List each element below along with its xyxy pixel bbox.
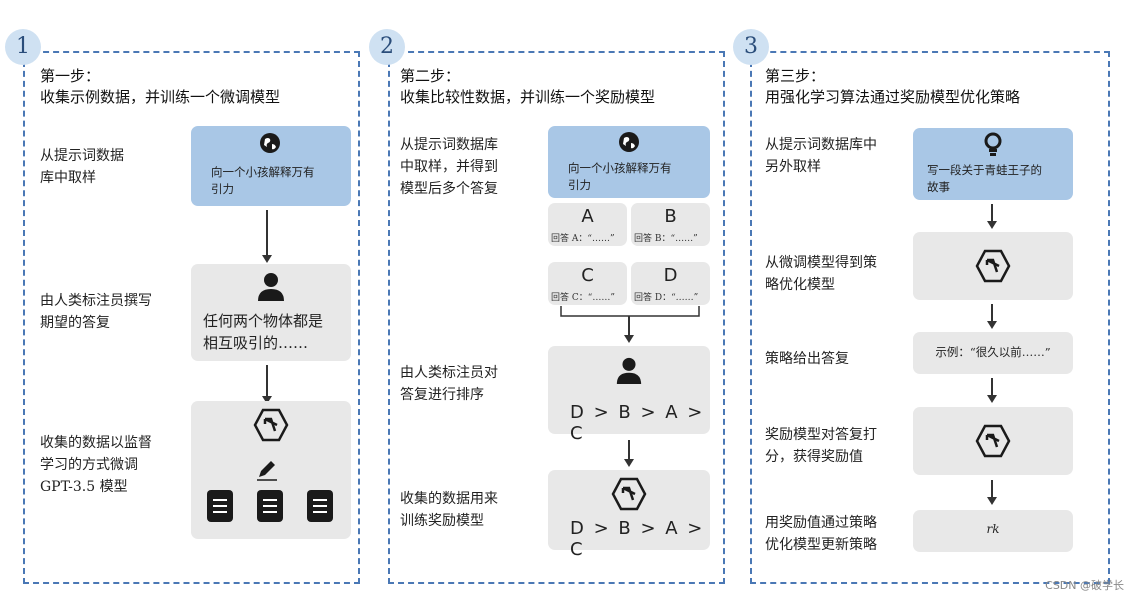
step1-title-line2: 收集示例数据，并训练一个微调模型 (40, 88, 281, 106)
answer-letter: D (663, 265, 678, 286)
step2-title-line2: 收集比较性数据，并训练一个奖励模型 (400, 88, 656, 106)
step1-prompt-box: 向一个小孩解释万有 引力 (191, 126, 351, 206)
model-hexagon-icon (975, 424, 1011, 458)
step3-output-example: 示例：“很久以前……” (935, 345, 1051, 359)
document-icon (257, 490, 283, 522)
step3-reward-model-box (913, 407, 1073, 475)
answer-text: 回答 A：“……” (551, 234, 615, 244)
answer-letter: C (581, 265, 594, 286)
step3-arrow-2 (987, 304, 997, 329)
step2-title-line1: 第二步： (400, 67, 461, 85)
step3-arrow-1 (987, 204, 997, 229)
answer-card-b: B 回答 B：“……” (631, 203, 710, 246)
step1-arrow-2 (262, 365, 272, 404)
step1-number: 1 (5, 29, 41, 65)
answer-card-a: A 回答 A：“……” (548, 203, 627, 246)
reward-symbol: rk (986, 522, 1000, 536)
model-hexagon-icon (611, 477, 647, 511)
watermark: CSDN @破学长 (1045, 579, 1124, 592)
step1-labeler-label: 由人类标注员撰写 期望的答复 (40, 293, 152, 331)
step3-policy-box (913, 232, 1073, 300)
step1-title-line1: 第一步： (40, 67, 101, 85)
step3-number: 3 (733, 29, 769, 65)
lightbulb-icon (984, 132, 1002, 156)
document-icon (307, 490, 333, 522)
step3-reward-value-box: rk (913, 510, 1073, 552)
step3-title-line2: 用强化学习算法通过奖励模型优化策略 (765, 88, 1021, 106)
person-icon (258, 273, 284, 301)
step1-model-box (191, 401, 351, 539)
answer-text: 回答 B：“……” (634, 234, 698, 244)
step2-rank-label: 由人类标注员对 答复进行排序 (400, 365, 498, 403)
step3-panel (750, 51, 1110, 584)
step3-reward-label: 奖励模型对答复打 分，获得奖励值 (765, 427, 877, 465)
globe-icon (619, 132, 639, 152)
answer-card-c: C 回答 C：“……” (548, 262, 627, 305)
step2-panel (388, 51, 725, 584)
step3-sample-label: 从提示词数据库中 另外取样 (765, 137, 877, 175)
step2-reward-model-box: D > B > A > C (548, 470, 710, 560)
step2-arrow-1 (624, 316, 634, 343)
answer-text: 回答 C：“……” (551, 293, 615, 303)
answer-text: 回答 D：“……” (634, 293, 699, 303)
answer-letter: A (581, 206, 594, 227)
answer-card-d: D 回答 D：“……” (631, 262, 710, 305)
step1-panel (23, 51, 360, 584)
step3-prompt-box: 写一段关于青蛙王子的 故事 (913, 128, 1073, 200)
step3-title-line1: 第三步： (765, 67, 826, 85)
ranking-text: D > B > A > C (570, 402, 705, 444)
step3-arrow-4 (987, 480, 997, 505)
person-icon (616, 357, 642, 384)
step2-title: 第二步： 收集比较性数据，并训练一个奖励模型 (400, 66, 655, 108)
step2-arrow-2 (624, 440, 634, 467)
step2-ranking-box: D > B > A > C (548, 346, 710, 444)
step3-arrow-3 (987, 378, 997, 403)
ranking-text-2: D > B > A > C (570, 518, 705, 560)
step3-update-label: 用奖励值通过策略 优化模型更新策略 (765, 515, 877, 553)
globe-icon (260, 133, 280, 153)
step1-arrow-1 (262, 210, 272, 263)
step2-prompt-box: 向一个小孩解释万有 引力 (548, 126, 710, 198)
step1-answer-box: 任何两个物体都是 相互吸引的…… (191, 264, 351, 361)
answer-letter: B (664, 206, 677, 227)
model-hexagon-icon (975, 249, 1011, 283)
step2-prompt-text: 向一个小孩解释万有 引力 (568, 161, 672, 192)
step1-prompt-text: 向一个小孩解释万有 引力 (211, 165, 315, 196)
pencil-icon (257, 461, 277, 481)
step1-sample-label: 从提示词数据 库中取样 (40, 148, 124, 186)
step2-train-label: 收集的数据用来 训练奖励模型 (400, 491, 498, 529)
answers-bracket (560, 306, 700, 317)
step2-number: 2 (369, 29, 405, 65)
step1-title: 第一步： 收集示例数据，并训练一个微调模型 (40, 66, 280, 108)
document-icon (207, 490, 233, 522)
model-hexagon-icon (253, 408, 289, 442)
step3-output-label: 策略给出答复 (765, 351, 849, 367)
step3-prompt-text: 写一段关于青蛙王子的 故事 (927, 163, 1042, 194)
step3-title: 第三步： 用强化学习算法通过奖励模型优化策略 (765, 66, 1020, 108)
step3-policy-label: 从微调模型得到策 略优化模型 (765, 255, 877, 293)
step1-collect-label: 收集的数据以监督 学习的方式微调 GPT-3.5 模型 (40, 435, 152, 495)
step1-answer-text: 任何两个物体都是 相互吸引的…… (203, 312, 324, 352)
step3-output-box: 示例：“很久以前……” (913, 332, 1073, 374)
step2-sample-label: 从提示词数据库 中取样，并得到 模型后多个答复 (400, 137, 498, 197)
